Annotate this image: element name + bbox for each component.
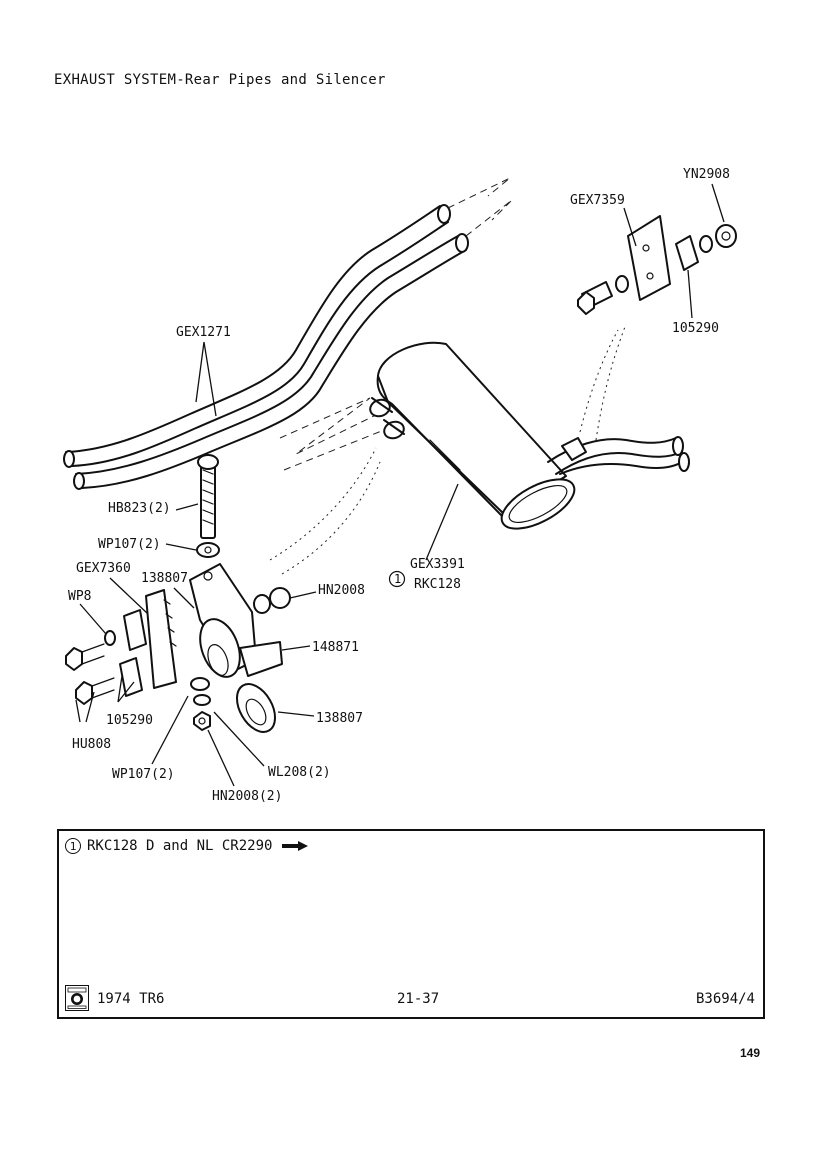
leader-lines [75, 183, 725, 787]
note-ref-circle [388, 570, 406, 588]
upper-hanger-assembly [577, 215, 737, 315]
sweep-line-right-2 [579, 329, 619, 433]
model-label: 1974 TR6 [97, 991, 165, 1007]
lower-bracket-assembly [65, 454, 291, 733]
footer: 1974 TR6 21-37 B3694/4 [65, 985, 755, 1011]
sweep-line-left-2 [281, 461, 381, 575]
sweep-line-left [269, 447, 377, 561]
label-gex3391: GEX3391 [410, 557, 465, 572]
label-hn2008-bottom: HN2008(2) [212, 789, 282, 804]
british-leyland-logo-icon [65, 985, 89, 1011]
label-105290-bottom: 105290 [106, 713, 153, 728]
page-title: EXHAUST SYSTEM-Rear Pipes and Silencer [54, 72, 386, 88]
label-yn2908: YN2908 [683, 167, 730, 182]
label-gex7359: GEX7359 [570, 193, 625, 208]
section-page-ref: 21-37 [397, 991, 440, 1007]
note-ref-marker: 1 [65, 838, 81, 854]
label-105290-top: 105290 [672, 321, 719, 336]
note-text: RKC128 D and NL CR2290 [87, 838, 273, 854]
silencer-gex3391 [369, 341, 576, 530]
label-138807-bottom: 138807 [316, 711, 363, 726]
label-wl208: WL208(2) [268, 765, 331, 780]
label-wp8: WP8 [68, 589, 91, 604]
label-hn2008: HN2008 [318, 583, 365, 598]
label-gex7360: GEX7360 [76, 561, 131, 576]
exhaust-diagram: YN2908 GEX7359 105290 GEX1271 HB823(2) W… [63, 167, 737, 804]
label-hu808: HU808 [72, 737, 111, 752]
right-arrow-icon [282, 841, 309, 851]
label-wp107-top: WP107(2) [98, 537, 161, 552]
label-148871: 148871 [312, 640, 359, 655]
label-138807-top: 138807 [141, 571, 188, 586]
silencer-outlet-pipes [547, 436, 690, 475]
label-gex1271: GEX1271 [176, 325, 231, 340]
label-note-ref: 1 [394, 572, 401, 586]
drawing-number: B3694/4 [695, 991, 755, 1007]
label-hb823: HB823(2) [108, 501, 171, 516]
note-box: 1 RKC128 D and NL CR2290 1974 TR6 21-37 … [57, 829, 765, 1019]
tail-pipes-gex1271 [63, 177, 513, 490]
note-line: 1 RKC128 D and NL CR2290 [65, 838, 309, 854]
label-rkc128: RKC128 [414, 577, 461, 592]
part-labels: YN2908 GEX7359 105290 GEX1271 HB823(2) W… [68, 167, 730, 804]
sweep-line-right [595, 323, 627, 441]
label-wp107-bottom: WP107(2) [112, 767, 175, 782]
page-number: 149 [740, 1046, 761, 1060]
